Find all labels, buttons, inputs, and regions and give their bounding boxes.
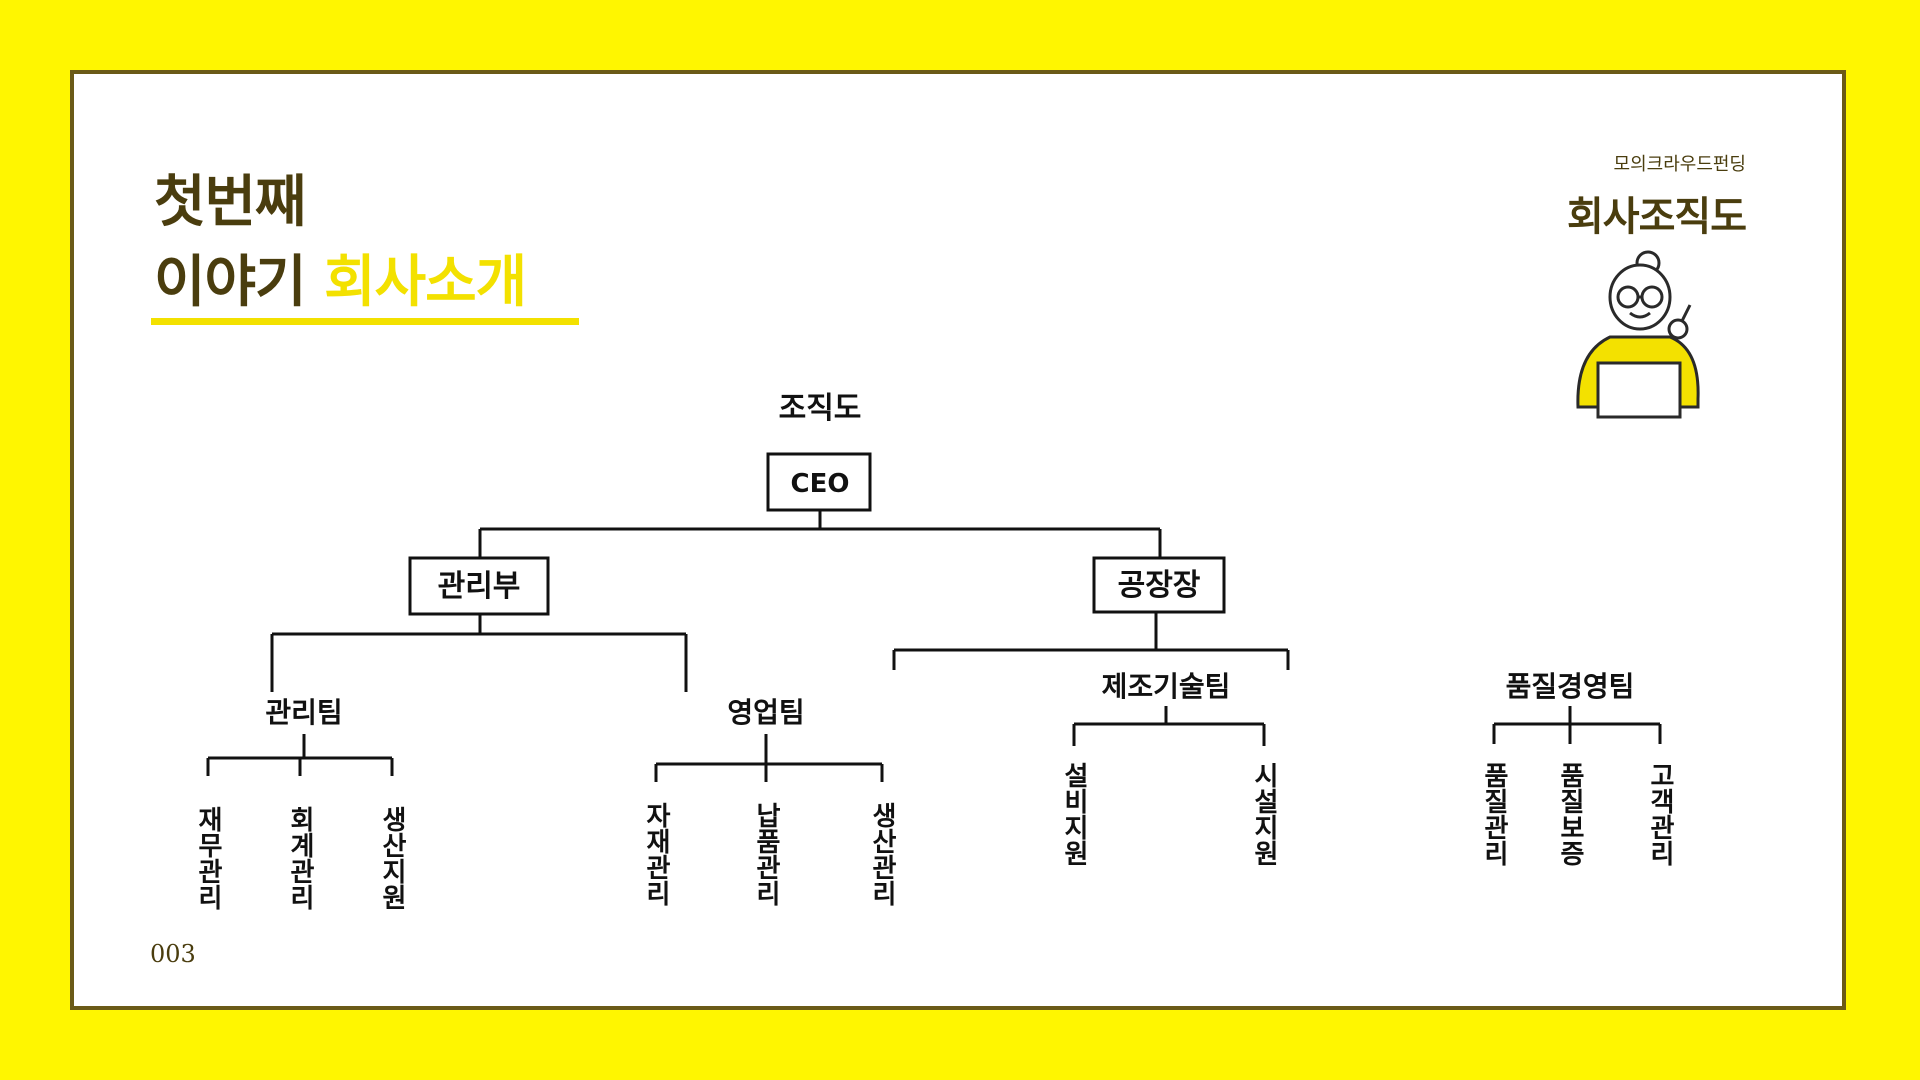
org-node-role: 생산지원 (377, 806, 407, 910)
title-underline (151, 318, 579, 325)
division-box-factory (1092, 556, 1226, 614)
org-node-role: 재무관리 (193, 806, 223, 910)
org-node-role: 고객관리 (1645, 762, 1675, 866)
org-node-division: 공장장 (1118, 568, 1201, 603)
mascot-illustration-icon (1576, 250, 1700, 419)
org-node-role: 품질보증 (1555, 762, 1585, 866)
title-line-1: 첫번째 (154, 169, 307, 235)
brand-subtitle: 모의크라우드펀딩 (1613, 154, 1746, 175)
brand-title: 회사조직도 (1567, 193, 1747, 240)
org-chart: 조직도 CEO 관리부 공장장 관리팀 영업팀 제조기술팀 품질경영팀 재무관리… (193, 391, 1675, 910)
org-node-role: 품질관리 (1479, 762, 1509, 866)
org-node-role: 생산관리 (867, 802, 897, 906)
org-node-team: 품질경영팀 (1506, 670, 1635, 703)
org-chart-heading: 조직도 (779, 391, 862, 426)
org-node-role: 설비지원 (1059, 762, 1089, 866)
org-node-division: 관리부 (438, 569, 521, 604)
org-node-role: 자재관리 (641, 802, 671, 906)
org-node-team: 관리팀 (265, 696, 342, 729)
slide-card: 첫번째 이야기 회사소개 모의크라우드펀딩 회사조직도 (70, 70, 1846, 1010)
ceo-box (766, 452, 872, 512)
org-node-team: 영업팀 (727, 696, 804, 729)
title-accent: 회사소개 (324, 249, 527, 315)
title-line-2: 이야기 회사소개 (154, 242, 527, 322)
slide-title: 첫번째 이야기 회사소개 (154, 162, 527, 322)
org-node-role: 회계관리 (285, 806, 315, 910)
page-number: 003 (150, 940, 196, 968)
org-node-team: 제조기술팀 (1102, 670, 1231, 703)
org-node-role: 시설지원 (1249, 762, 1279, 866)
division-box-admin (408, 556, 550, 616)
org-node-root: CEO (791, 469, 850, 499)
title-prefix: 이야기 (154, 249, 307, 315)
brand-block: 모의크라우드펀딩 회사조직도 (1567, 150, 1747, 242)
org-node-role: 납품관리 (751, 802, 781, 906)
